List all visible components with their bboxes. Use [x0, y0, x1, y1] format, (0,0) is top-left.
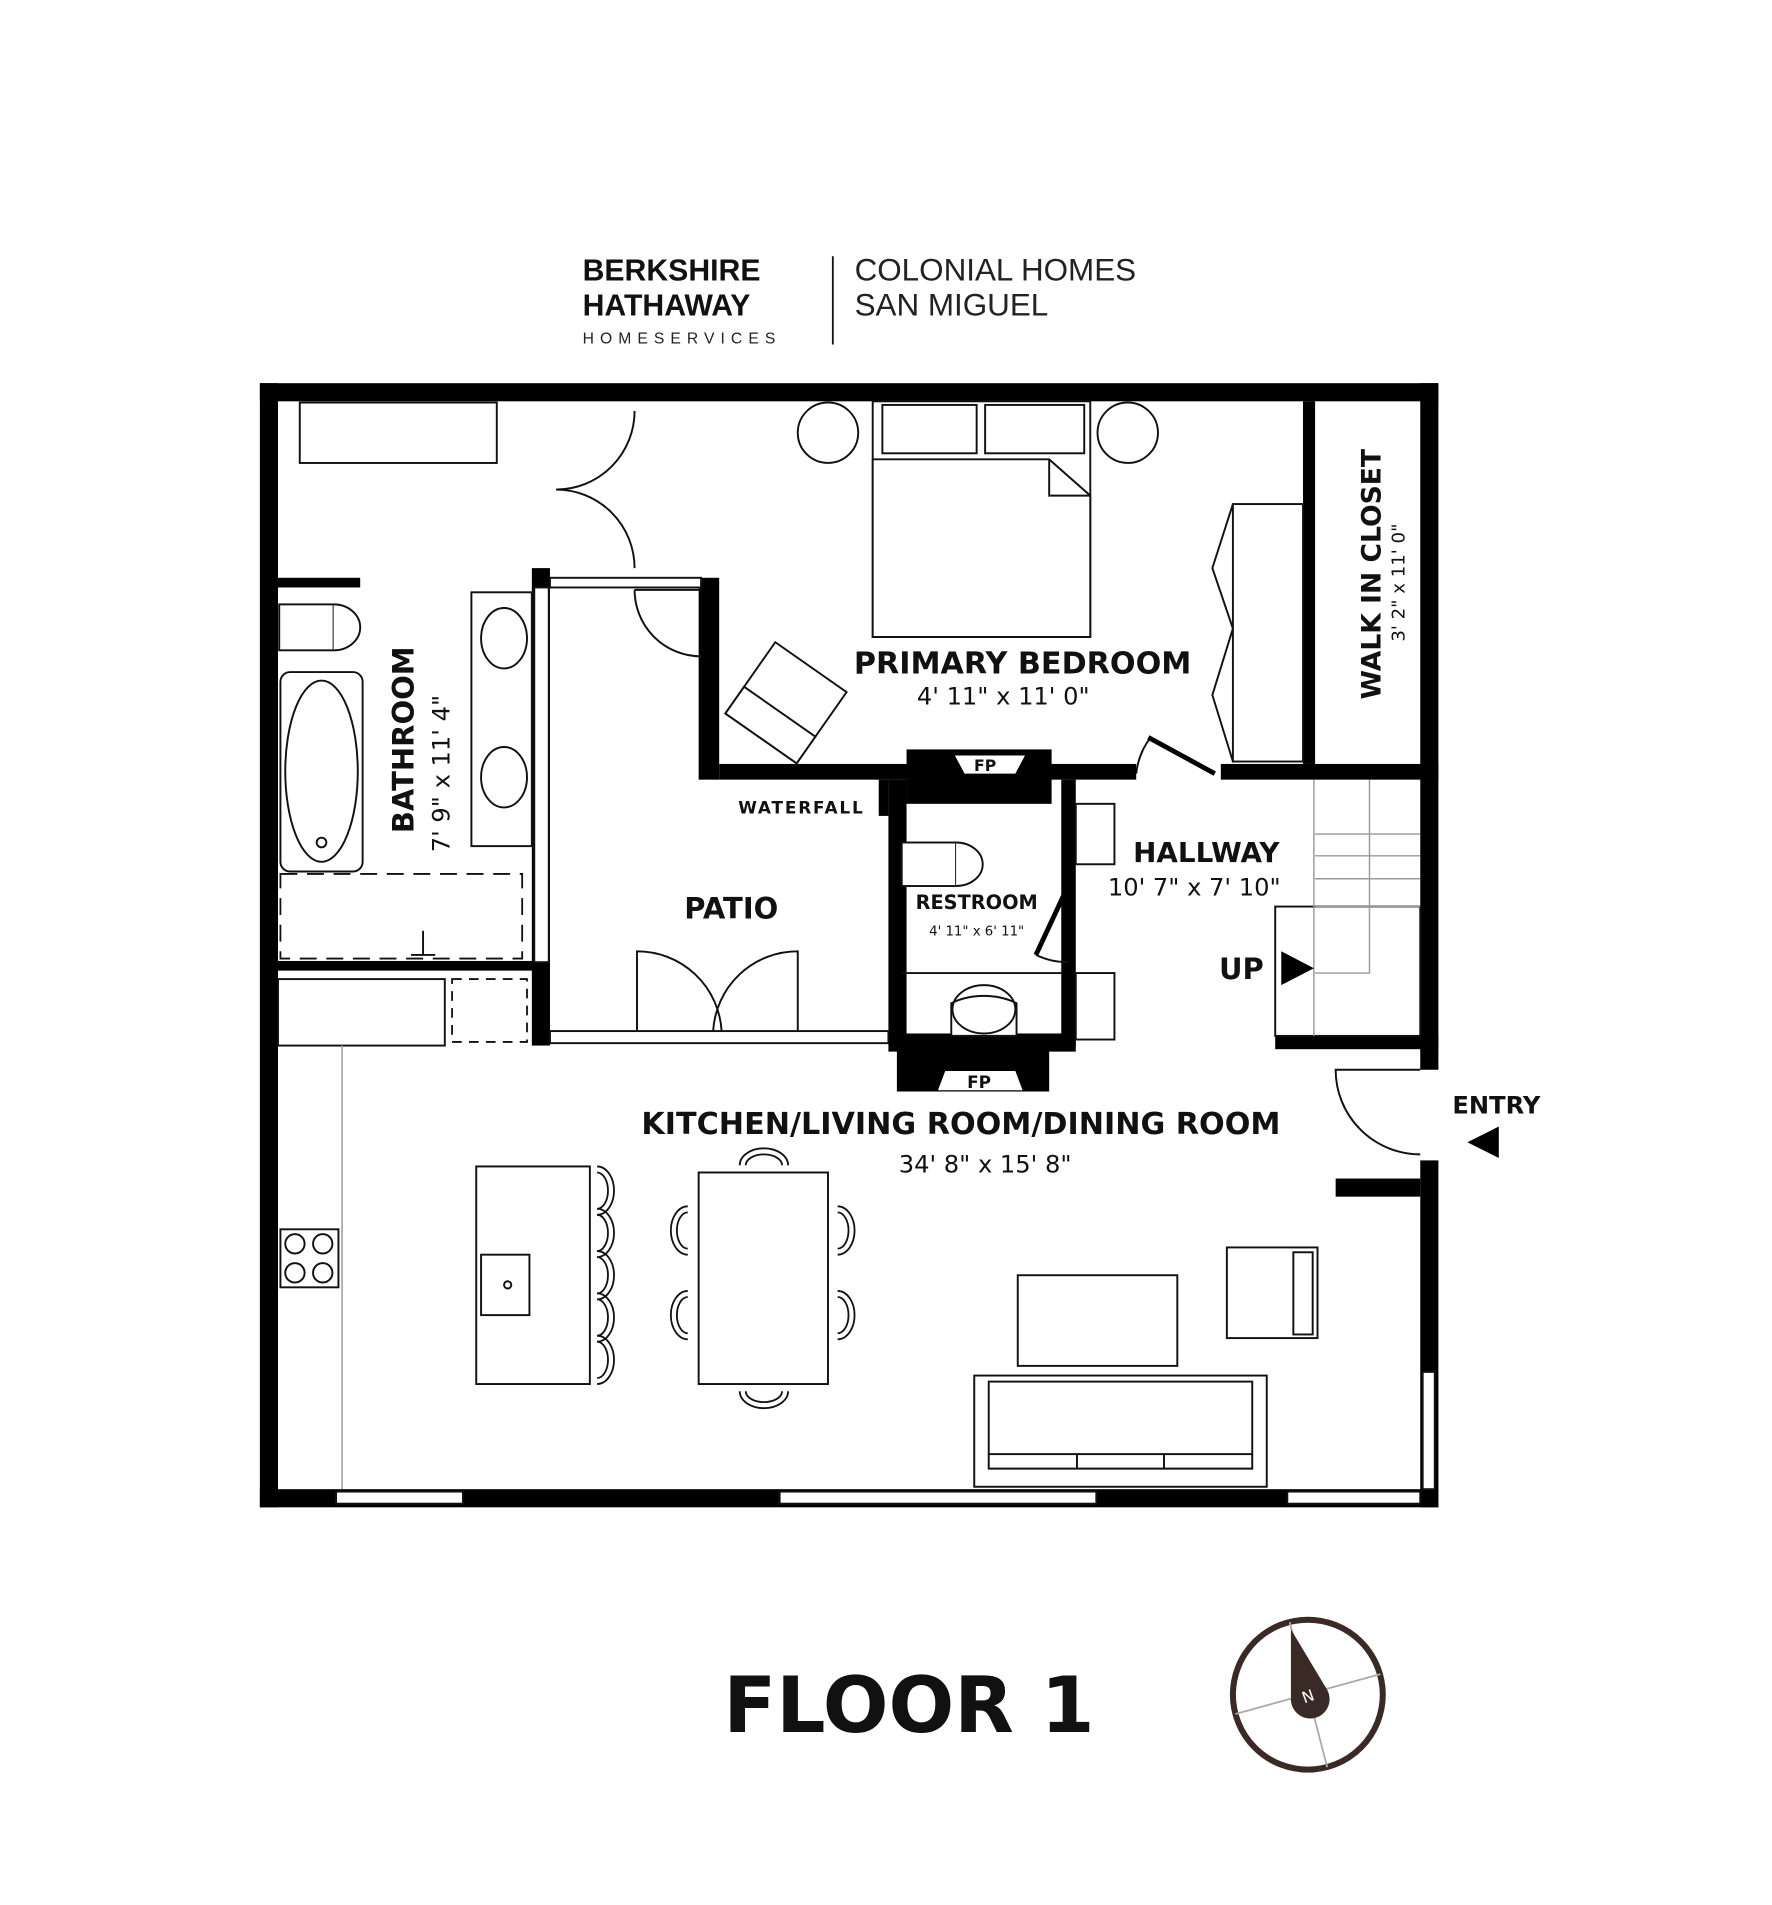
chair-icon	[597, 1292, 615, 1343]
entry-arrow	[1467, 1126, 1499, 1158]
kitchen-living-dining-dims: 34' 8" x 15' 8"	[899, 1150, 1072, 1178]
bathroom-dims: 7' 9" x 11' 4"	[428, 695, 456, 852]
hallway-dims: 10' 7" x 7' 10"	[1108, 874, 1281, 902]
brokerage-logo: BERKSHIRE HATHAWAY HOMESERVICES COLONIAL…	[583, 252, 1137, 347]
chair-icon	[597, 1207, 615, 1259]
walk-in-closet-label: WALK IN CLOSET	[1356, 449, 1387, 699]
floor-title: FLOOR 1	[723, 1661, 1094, 1751]
logo-line-3: HOMESERVICES	[583, 330, 782, 347]
chairs	[597, 1147, 856, 1410]
stairs-up-arrow	[1281, 951, 1314, 986]
entry-label: ENTRY	[1452, 1091, 1540, 1119]
kitchen-living-dining-label: KITCHEN/LIVING ROOM/DINING ROOM	[641, 1107, 1280, 1142]
restroom-label: RESTROOM	[916, 891, 1038, 914]
chair-icon	[669, 1205, 688, 1256]
patio-label: PATIO	[684, 892, 778, 926]
windows	[335, 576, 1436, 1505]
chair-icon	[669, 1290, 688, 1341]
fireplace-label-living: FP	[967, 1072, 991, 1092]
compass-icon: N	[1229, 1616, 1386, 1773]
bathroom-label: BATHROOM	[386, 646, 420, 833]
fireplace-label-bedroom: FP	[974, 756, 996, 775]
logo-line-1: BERKSHIRE	[583, 254, 761, 287]
waterfall-label: WATERFALL	[738, 797, 864, 817]
walk-in-closet-dims: 3' 2" x 11' 0"	[1389, 524, 1410, 642]
dining-table	[697, 1171, 829, 1385]
chair-icon	[597, 1250, 615, 1301]
doors[interactable]	[556, 410, 1421, 1156]
furniture	[277, 400, 1499, 1490]
chair-icon	[837, 1290, 856, 1341]
primary-bedroom-label: PRIMARY BEDROOM	[854, 646, 1191, 681]
chair-icon	[837, 1205, 856, 1256]
primary-bedroom-dims: 4' 11" x 11' 0"	[917, 683, 1090, 711]
chair-icon	[738, 1391, 789, 1410]
chair-icon	[597, 1165, 615, 1216]
office-line-2: SAN MIGUEL	[855, 287, 1049, 322]
chair-icon	[738, 1147, 789, 1166]
logo-line-2: HATHAWAY	[583, 289, 751, 322]
chair-icon	[597, 1334, 615, 1385]
coffee-table	[1016, 1274, 1179, 1367]
stairs-up-label: UP	[1219, 952, 1264, 986]
hallway-label: HALLWAY	[1133, 836, 1280, 869]
restroom-dims: 4' 11" x 6' 11"	[929, 925, 1024, 940]
office-line-1: COLONIAL HOMES	[855, 252, 1137, 287]
